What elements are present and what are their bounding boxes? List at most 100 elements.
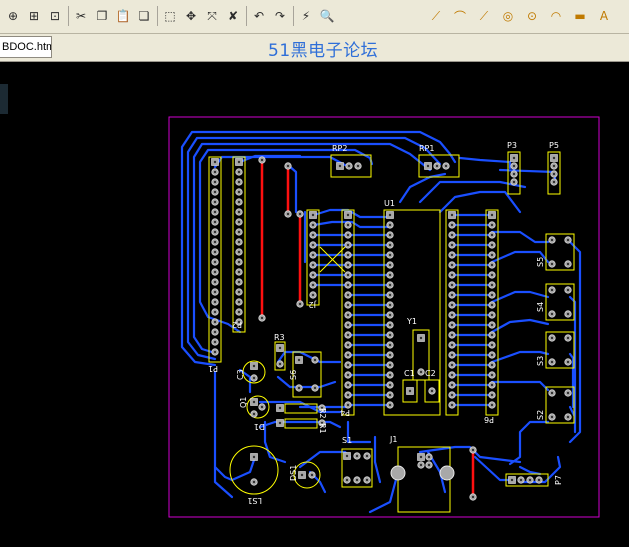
pad-hole [237,220,241,224]
pad-hole [490,293,494,297]
pad-hole [450,353,454,357]
label-d1: D1 [254,422,265,431]
pad-hole [552,172,556,176]
pad-hole [346,263,350,267]
pad-hole [237,170,241,174]
pad-hole [427,455,431,459]
place-arc-center-icon[interactable]: ◠ [550,9,562,23]
pad-hole [388,383,392,387]
zoom-in-icon[interactable]: ⊕ [7,9,19,23]
label-c2: C2 [425,369,436,378]
label-ls1: LS1 [247,496,262,505]
pad-hole [346,313,350,317]
pad-hole [213,190,217,194]
undo-icon[interactable]: ↶ [253,9,265,23]
label-y1: Y1 [406,317,417,326]
pad-hole [450,273,454,277]
pad-hole [450,323,454,327]
pad-hole [450,383,454,387]
place-pad-icon[interactable]: ◎ [502,9,514,23]
redo-icon[interactable]: ↷ [274,9,286,23]
cut-icon[interactable]: ✂ [75,9,87,23]
pad-hole [388,403,392,407]
pad-hole [213,290,217,294]
pad-hole [311,223,315,227]
pad-hole [311,263,315,267]
pad-hole [313,358,317,362]
pad-hole [566,415,570,419]
pad-hole [471,495,475,499]
zoom-fit-icon[interactable]: ⊡ [49,9,61,23]
pad-hole [566,360,570,364]
cross-probe-icon[interactable]: ⤧ [207,8,217,23]
pad-hole [490,283,494,287]
pad-hole [346,283,350,287]
pad-hole [450,303,454,307]
pad-hole [260,405,264,409]
pad-hole [566,262,570,266]
pad-hole [490,343,494,347]
pad-hole [310,473,314,477]
pcb-canvas[interactable]: P1 P2 J2 P4 P3 P5 RP2 RP1 U1 Y1 C1 C2 C3… [0,62,629,543]
paste-icon[interactable]: 📋 [115,9,131,23]
pad-hole [490,333,494,337]
canvas-artifact [0,84,8,114]
pad-hole [346,273,350,277]
pad-hole [356,164,360,168]
pad-hole [237,310,241,314]
pad-hole [237,230,241,234]
browse-icon[interactable]: 🔍 [319,9,335,23]
place-arc-icon[interactable]: ⌒ [453,9,466,24]
pad-hole [450,223,454,227]
place-string-icon[interactable]: ⟋ [479,8,489,23]
place-via-icon[interactable]: ⊙ [526,9,538,23]
pad-hole [490,363,494,367]
pad-hole [346,373,350,377]
pad-hole [213,340,217,344]
pad-hole [388,323,392,327]
toolbar-separator [68,6,69,26]
route-track-icon[interactable]: ⟋ [431,8,441,23]
label-p1: P1 [208,364,218,373]
pad-hole [490,253,494,257]
pad-hole [213,280,217,284]
pad-hole [237,290,241,294]
zoom-area-icon[interactable]: ⊞ [28,9,40,23]
pad-hole [490,313,494,317]
place-text-icon[interactable]: A [599,9,609,23]
pad-hole [419,463,423,467]
wand-icon[interactable]: ⚡ [301,9,311,23]
move-icon[interactable]: ✥ [185,9,197,23]
pad-hole [430,389,434,393]
deselect-icon[interactable]: ✘ [227,9,239,23]
select-area-icon[interactable]: ⬚ [164,9,176,23]
pad-hole [311,293,315,297]
document-tab[interactable]: BDOC.htm [0,36,52,58]
pad-hole [550,360,554,364]
pad-hole [388,233,392,237]
pad-hole [490,383,494,387]
pad-hole [365,478,369,482]
pad-hole [313,386,317,390]
pad-hole [278,362,282,366]
pad-hole [490,353,494,357]
pad-hole [388,373,392,377]
rubber-stamp-icon[interactable]: ❏ [138,9,150,23]
pad-hole [298,212,302,216]
copy-icon[interactable]: ❐ [96,9,108,23]
pad-hole [300,473,304,477]
pad-hole [213,260,217,264]
pad-hole [388,243,392,247]
pcb-layout[interactable]: P1 P2 J2 P4 P3 P5 RP2 RP1 U1 Y1 C1 C2 C3… [0,62,629,543]
pad-hole [450,313,454,317]
pad-hole [252,480,256,484]
place-fill-icon[interactable]: ▬ [574,9,586,23]
label-ds1: DS1 [289,465,298,481]
pad-hole [388,283,392,287]
pad-hole [346,353,350,357]
pad-hole [213,350,217,354]
pad-hole [512,164,516,168]
pad-hole [213,300,217,304]
pad-hole [286,212,290,216]
pad-hole [388,313,392,317]
